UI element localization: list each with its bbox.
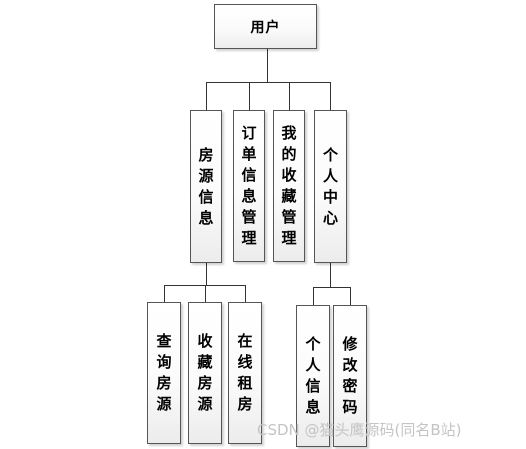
node-favorite-listings-label: 收藏房源 <box>197 332 213 413</box>
node-change-password: 修改密码 <box>333 305 367 447</box>
node-order-management: 订单信息管理 <box>233 110 265 262</box>
node-profile-center: 个人中心 <box>314 110 347 263</box>
connector-profile-down <box>330 263 331 287</box>
connector-to-rent <box>245 285 246 302</box>
connector-to-listings <box>206 82 207 110</box>
connector-to-personal-info <box>313 287 314 305</box>
node-query-listings-label: 查询房源 <box>156 332 172 413</box>
node-listings: 房源信息 <box>190 110 222 263</box>
node-listings-label: 房源信息 <box>198 145 214 227</box>
connector-to-orders <box>249 82 250 110</box>
connector-profile-bus <box>313 287 350 288</box>
node-root-label: 用户 <box>250 19 281 36</box>
node-query-listings: 查询房源 <box>147 302 181 444</box>
node-favorites-management-label: 我的收藏管理 <box>281 124 297 247</box>
node-order-management-label: 订单信息管理 <box>241 124 257 247</box>
connector-root-down <box>267 49 268 82</box>
connector-to-change-password <box>350 287 351 305</box>
node-change-password-label: 修改密码 <box>342 335 358 416</box>
node-online-rental-label: 在线租房 <box>237 332 253 413</box>
watermark-text: CSDN @猫头鹰源码(同名B站) <box>257 421 462 439</box>
connector-to-favorites <box>289 82 290 110</box>
connector-to-fav-listing <box>205 285 206 302</box>
node-profile-center-label: 个人中心 <box>322 145 338 227</box>
connector-to-query <box>164 285 165 302</box>
connector-listings-down <box>206 263 207 285</box>
node-favorite-listings: 收藏房源 <box>188 302 222 444</box>
node-favorites-management: 我的收藏管理 <box>273 110 305 262</box>
node-personal-info: 个人信息 <box>296 305 330 447</box>
connector-listings-bus <box>164 285 245 286</box>
connector-to-profile <box>330 82 331 110</box>
node-root-user: 用户 <box>214 4 317 49</box>
node-personal-info-label: 个人信息 <box>305 335 321 416</box>
node-online-rental: 在线租房 <box>228 302 262 444</box>
connector-level1-bus <box>206 82 330 83</box>
